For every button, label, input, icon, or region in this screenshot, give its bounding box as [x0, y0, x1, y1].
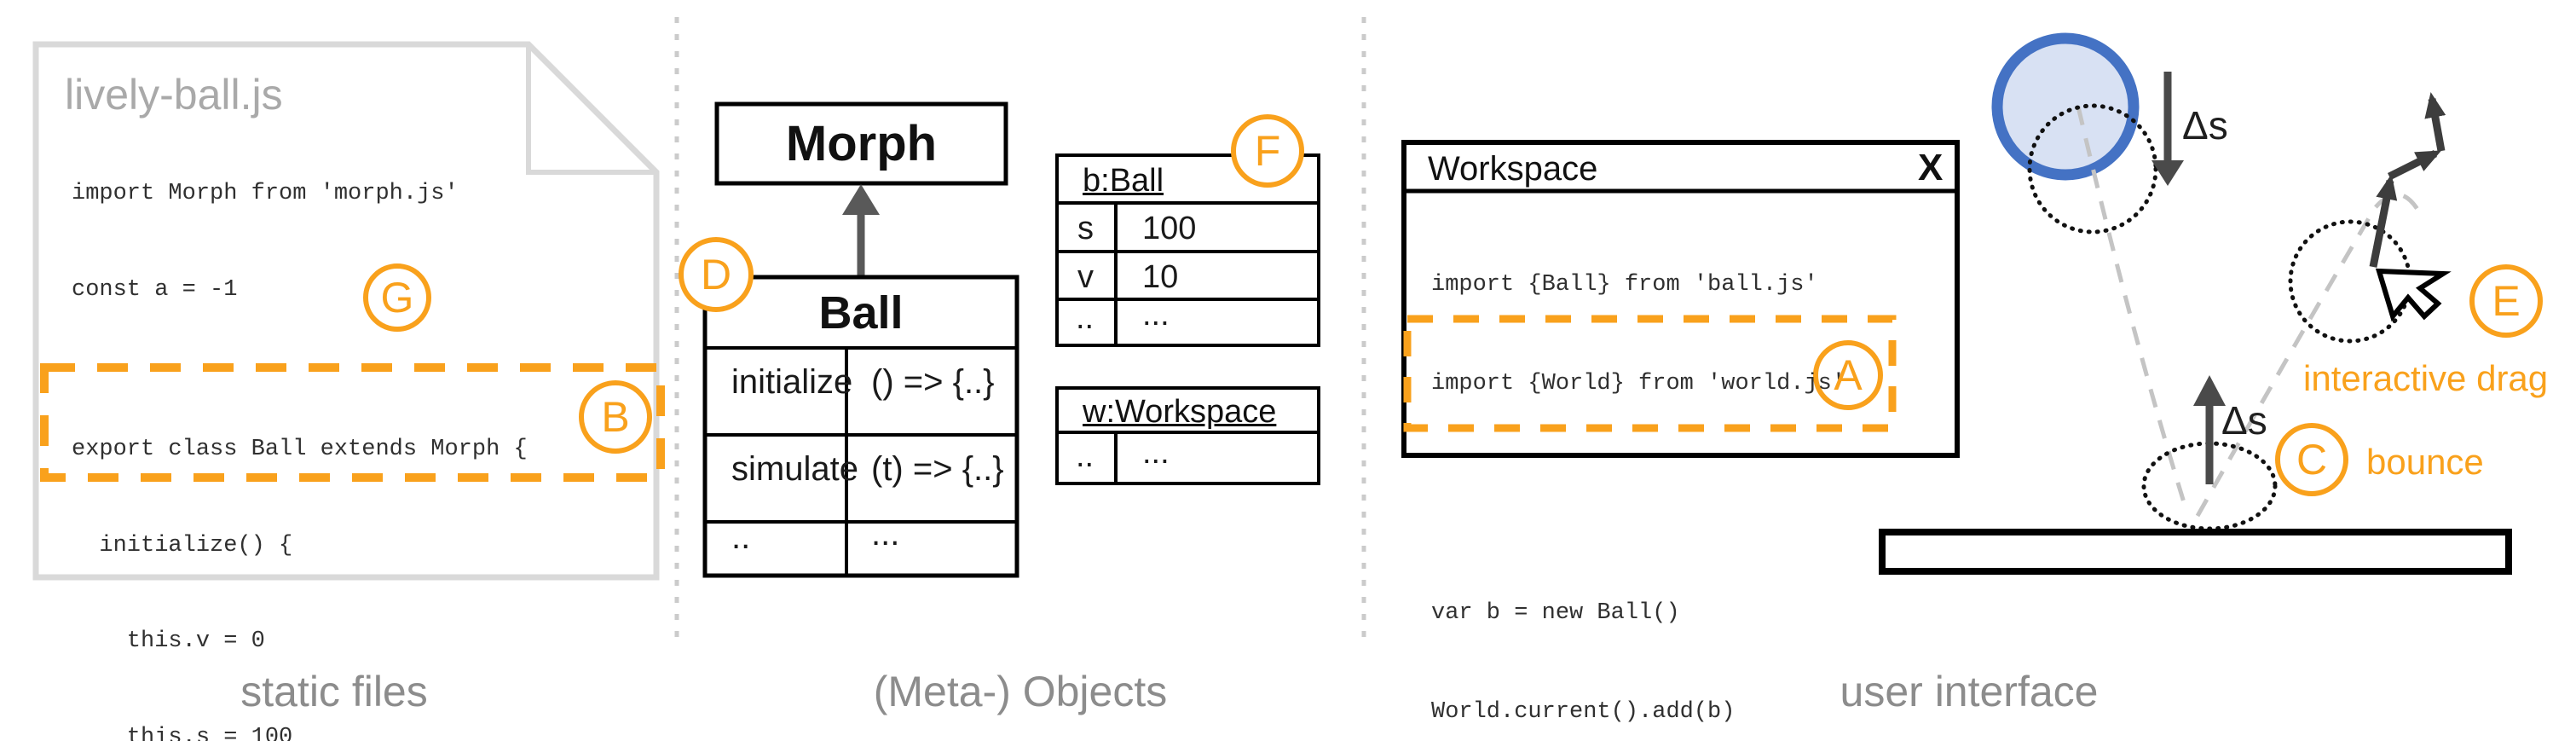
code-line: import {Ball} from 'ball.js' — [1431, 272, 1818, 298]
panel-label-user-interface: user interface — [1840, 668, 2099, 715]
ball-row-key: simulate — [731, 450, 858, 488]
marker-circle-g — [363, 263, 431, 332]
w-object-box — [1055, 386, 1320, 485]
marker-letter-a: A — [1834, 351, 1863, 399]
morph-class-box — [714, 101, 1008, 186]
trajectory-falling — [2076, 106, 2190, 514]
marker-letter-b: B — [601, 393, 630, 441]
code-line: var b = new Ball() — [1431, 600, 1680, 626]
file-folded-corner — [526, 44, 656, 175]
b-object-value: ... — [1142, 297, 1170, 333]
panel-label-static-files: static files — [240, 668, 428, 715]
ball-morph[interactable] — [1991, 32, 2140, 181]
highlight-box-eval — [1403, 315, 1897, 432]
file-code-block: import Morph from 'morph.js' const a = -… — [72, 114, 528, 741]
delta-s-up-arrow-head — [2193, 375, 2226, 406]
code-line: this.s = 100 — [72, 724, 293, 741]
marker-letter-d: D — [700, 251, 732, 298]
w-object-title: w:Workspace — [1083, 394, 1277, 430]
cursor-icon[interactable] — [2375, 268, 2452, 322]
b-object-key: .. — [1076, 300, 1095, 336]
workspace-close-button[interactable]: X — [1918, 147, 1944, 188]
b-object-key: v — [1077, 259, 1094, 295]
b-object-value: 10 — [1142, 259, 1179, 295]
marker-circle-f — [1231, 114, 1304, 188]
workspace-code-block[interactable]: import {Ball} from 'ball.js' import {Wor… — [1431, 203, 1845, 741]
code-line: initialize() { — [72, 532, 293, 559]
marker-letter-c: C — [2296, 436, 2328, 483]
interactive-drag-label: interactive drag — [2303, 358, 2549, 398]
ghost-ball-falling — [2027, 103, 2158, 234]
inheritance-arrow-head — [842, 184, 880, 215]
drag-path-segment-2 — [2387, 149, 2442, 181]
code-line: import {World} from 'world.js' — [1431, 370, 1846, 397]
marker-circle-a — [1813, 340, 1883, 410]
drag-path-segment-3 — [2424, 92, 2446, 152]
file-sheet — [32, 41, 660, 581]
marker-letter-g: G — [380, 274, 414, 321]
bounce-label: bounce — [2366, 442, 2484, 482]
marker-letter-f: F — [1254, 127, 1281, 175]
b-object-key: s — [1077, 211, 1094, 246]
file-name: lively-ball.js — [65, 71, 283, 119]
morph-class-title: Morph — [785, 116, 938, 171]
code-line: World.current().add(b) — [1431, 698, 1736, 725]
code-line: export class Ball extends Morph { — [72, 437, 528, 462]
ball-row-key: initialize — [731, 363, 853, 401]
marker-letter-e: E — [2492, 277, 2521, 325]
delta-s-down-label: Δs — [2182, 103, 2228, 148]
code-line: const a = -1 — [72, 276, 238, 303]
ground-bar — [1879, 529, 2512, 575]
delta-s-down-arrow-head — [2151, 160, 2184, 186]
b-object-value: 100 — [1142, 211, 1197, 246]
ball-class-title: Ball — [818, 287, 904, 339]
w-object-key: .. — [1076, 438, 1095, 474]
ball-class-box — [702, 275, 1019, 578]
ball-row-value: ... — [871, 515, 900, 553]
ball-row-key: .. — [731, 518, 751, 556]
code-line: import Morph from 'morph.js' — [72, 181, 459, 206]
highlight-box-simulate — [40, 363, 665, 482]
marker-circle-e — [2469, 264, 2543, 338]
ball-row-value: (t) => {..} — [871, 450, 1004, 488]
marker-circle-b — [579, 380, 652, 454]
workspace-window-title: Workspace — [1428, 150, 1598, 188]
drag-path-segment-1 — [2369, 174, 2398, 268]
marker-circle-c — [2275, 423, 2348, 496]
delta-s-up-label: Δs — [2221, 398, 2267, 443]
panel-label-meta-objects: (Meta-) Objects — [873, 668, 1168, 715]
code-line: this.v = 0 — [72, 628, 265, 654]
marker-circle-d — [679, 237, 754, 312]
b-object-title: b:Ball — [1083, 163, 1164, 199]
w-object-value: ... — [1142, 435, 1170, 471]
ball-row-value: () => {..} — [871, 363, 995, 401]
